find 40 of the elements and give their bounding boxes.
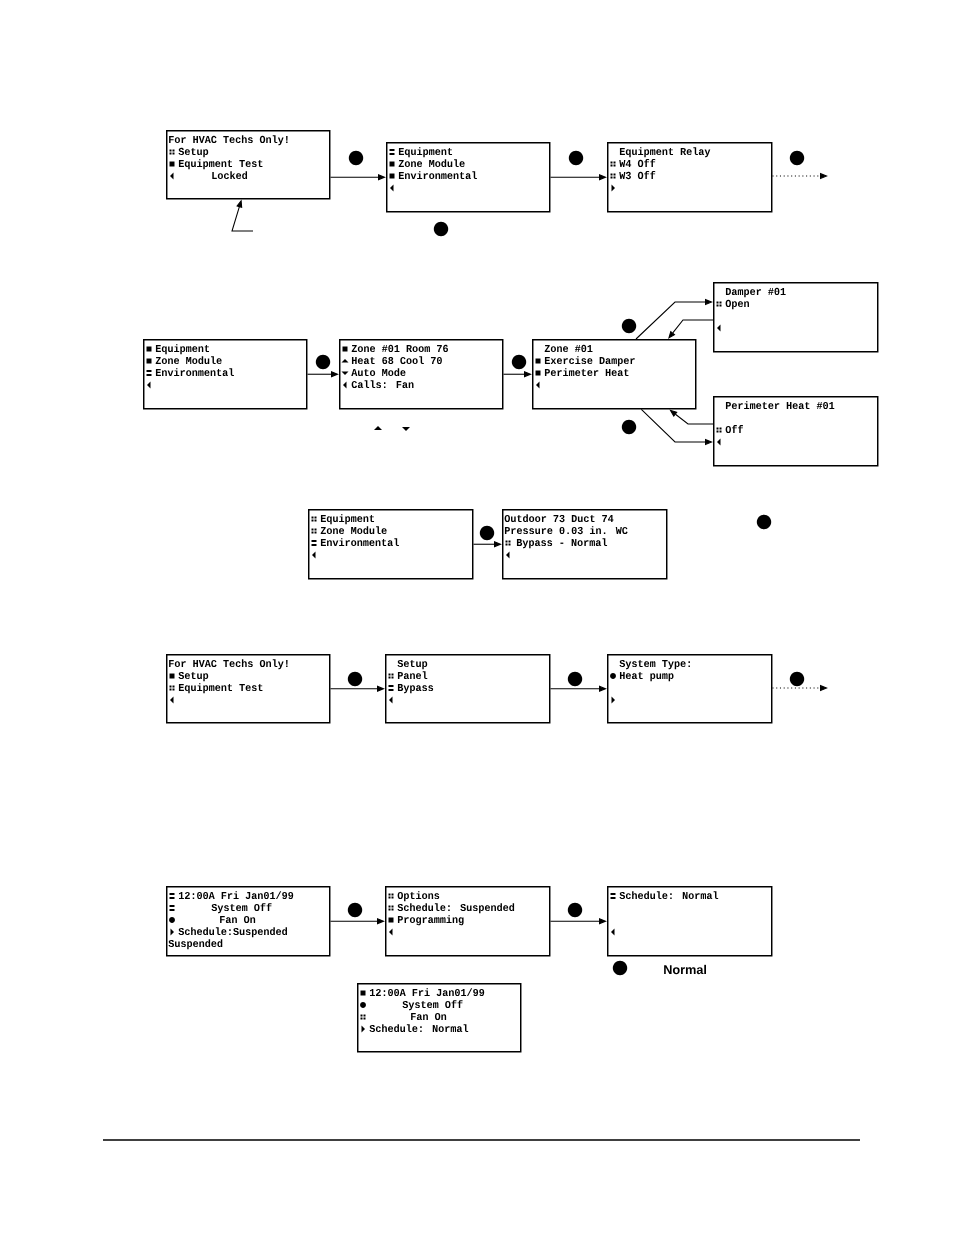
lcd-screen: Outdoor 73 Duct 74 Pressure 0.03 in. WC Bypass - Normal xyxy=(502,509,668,580)
arrow xyxy=(329,174,386,181)
node-label: Locked xyxy=(212,171,248,180)
lcd-screen: Options Schedule: Suspended Programming xyxy=(385,886,551,957)
lcd-screen: 12:00A Fri Jan01/99 System Off Fan On Schedule:Suspended Suspended xyxy=(166,886,331,957)
node-label: Auto Mode xyxy=(351,368,406,377)
arrow xyxy=(668,319,714,339)
node-label: Schedule: Normal xyxy=(369,1024,469,1033)
node-label: Schedule:Suspended xyxy=(178,927,288,938)
node-label: Zone #01 Room 76 xyxy=(351,344,448,353)
node-label: Equipment Test xyxy=(178,159,263,170)
arrow xyxy=(549,685,607,692)
arrow xyxy=(549,174,607,181)
node-label: Fan On xyxy=(220,915,256,924)
lcd-screen: System Type: Heat pump xyxy=(607,654,773,724)
lcd-screen: Damper #01 Open xyxy=(713,282,879,353)
lcd-screen: Equipment Zone Module Environmental xyxy=(143,339,308,410)
node-label: Suspended xyxy=(168,939,223,950)
node-label: For HVAC Techs Only! xyxy=(169,135,288,146)
node-label: 12:00A Fri Jan01/99 xyxy=(178,891,294,900)
lcd-screen: For HVAC Techs Only! Setup Equipment Test Locked xyxy=(166,130,331,200)
lcd-screen: 12:00A Fri Jan01/99 System Off Fan On Schedule: Normal xyxy=(357,983,522,1053)
lcd-screen: Schedule: Normal xyxy=(607,886,773,957)
node-label: Heat 68 Cool 70 xyxy=(351,356,442,365)
lcd-screen: Equipment Relay W4 Off W3 Off xyxy=(607,142,773,213)
lcd-screen: Zone #01 Exercise Damper Perimeter Heat xyxy=(532,339,697,410)
node-label: System Off xyxy=(211,903,272,914)
node-label: System Off xyxy=(402,1000,463,1011)
lcd-screen: Equipment Zone Module Environmental xyxy=(308,509,474,580)
node-label: Calls: Fan xyxy=(351,380,414,389)
lcd-screen: Zone #01 Room 76 Heat 68 Cool 70 Auto Mode Calls: Fan xyxy=(339,339,504,410)
lcd-screen: Perimeter Heat #01 Off xyxy=(713,396,879,467)
arrow xyxy=(472,541,502,548)
node-label: Fan On xyxy=(411,1012,447,1021)
node-label: Setup xyxy=(178,147,209,158)
node-label: 12:00A Fri Jan01/99 xyxy=(369,988,485,997)
lcd-screen: Setup Panel Bypass xyxy=(385,654,551,724)
arrow xyxy=(549,918,607,925)
lcd-screen: Equipment Zone Module Environmental xyxy=(386,142,551,213)
lcd-screen: For HVAC Techs Only! Setup Equipment Test xyxy=(166,654,331,724)
